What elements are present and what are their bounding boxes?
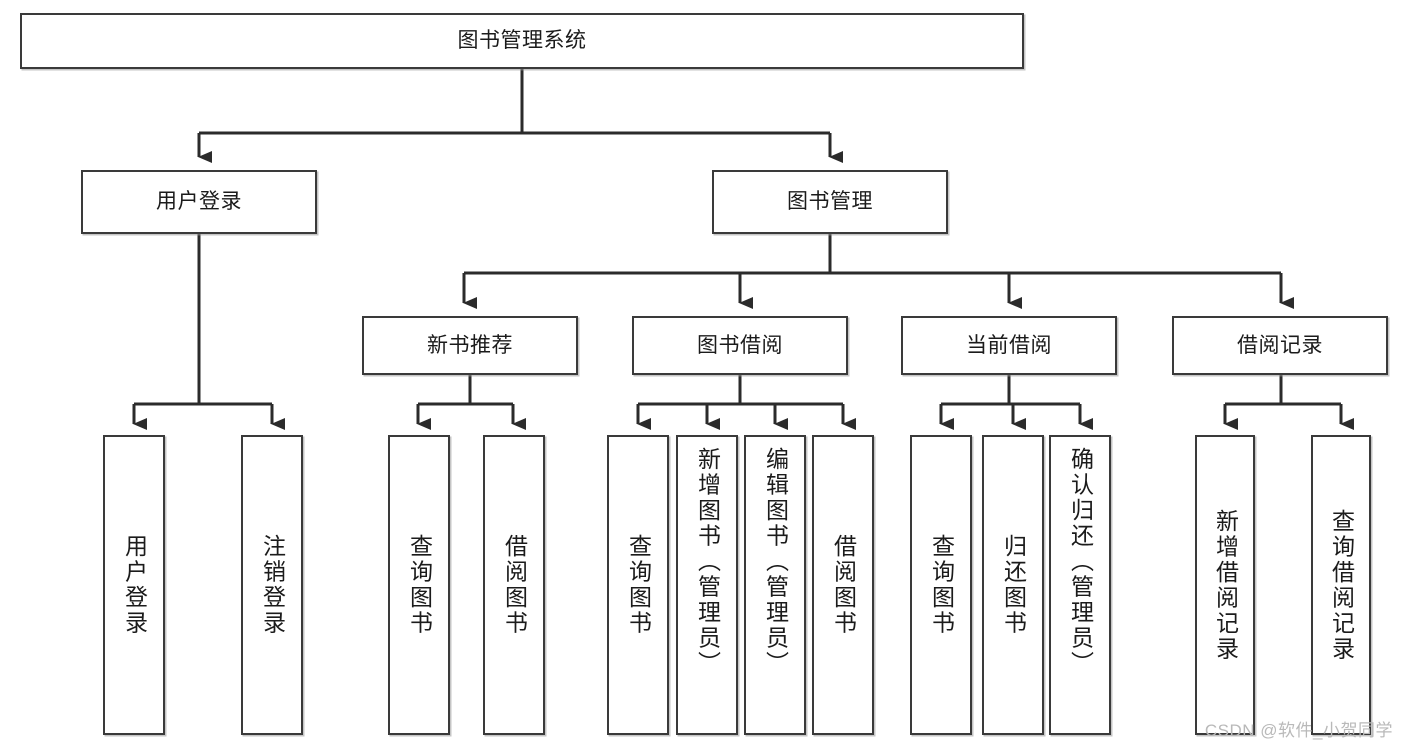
node-book-manage-label: 图书管理 bbox=[787, 190, 873, 214]
leaf-query-book-1-label: 查询图书 bbox=[406, 534, 433, 636]
watermark: CSDN @软件_小贺同学 bbox=[1204, 721, 1393, 740]
leaf-logout[interactable]: 注销登录 bbox=[241, 435, 303, 735]
leaf-return-book-label: 归还图书 bbox=[1000, 534, 1027, 636]
leaf-add-book-label: 新增图书（管理员） bbox=[694, 447, 721, 677]
node-current-borrow-label: 当前借阅 bbox=[966, 333, 1052, 357]
leaf-query-book-2[interactable]: 查询图书 bbox=[607, 435, 669, 735]
node-book-borrow-label: 图书借阅 bbox=[697, 333, 783, 357]
leaf-borrow-book-1-label: 借阅图书 bbox=[501, 534, 528, 636]
leaf-borrow-book-2[interactable]: 借阅图书 bbox=[812, 435, 874, 735]
leaf-add-book[interactable]: 新增图书（管理员） bbox=[676, 435, 738, 735]
leaf-query-book-3-label: 查询图书 bbox=[928, 534, 955, 636]
leaf-borrow-book-2-label: 借阅图书 bbox=[830, 534, 857, 636]
leaf-user-login[interactable]: 用户登录 bbox=[103, 435, 165, 735]
leaf-add-record[interactable]: 新增借阅记录 bbox=[1195, 435, 1255, 735]
leaf-confirm-return-label: 确认归还（管理员） bbox=[1067, 447, 1094, 677]
node-book-manage[interactable]: 图书管理 bbox=[712, 170, 948, 234]
leaf-query-record[interactable]: 查询借阅记录 bbox=[1311, 435, 1371, 735]
leaf-query-book-3[interactable]: 查询图书 bbox=[910, 435, 972, 735]
node-borrow-record[interactable]: 借阅记录 bbox=[1172, 316, 1388, 375]
leaf-query-record-label: 查询借阅记录 bbox=[1328, 508, 1355, 662]
node-new-book-rec[interactable]: 新书推荐 bbox=[362, 316, 578, 375]
leaf-edit-book-label: 编辑图书（管理员） bbox=[762, 447, 789, 677]
leaf-query-book-1[interactable]: 查询图书 bbox=[388, 435, 450, 735]
node-user-login-label: 用户登录 bbox=[156, 190, 242, 214]
leaf-edit-book[interactable]: 编辑图书（管理员） bbox=[744, 435, 806, 735]
leaf-query-book-2-label: 查询图书 bbox=[625, 534, 652, 636]
leaf-borrow-book-1[interactable]: 借阅图书 bbox=[483, 435, 545, 735]
leaf-return-book[interactable]: 归还图书 bbox=[982, 435, 1044, 735]
leaf-add-record-label: 新增借阅记录 bbox=[1212, 508, 1239, 662]
leaf-user-login-label: 用户登录 bbox=[121, 534, 148, 636]
node-root[interactable]: 图书管理系统 bbox=[20, 13, 1024, 69]
node-book-borrow[interactable]: 图书借阅 bbox=[632, 316, 848, 375]
node-borrow-record-label: 借阅记录 bbox=[1237, 333, 1323, 357]
leaf-confirm-return[interactable]: 确认归还（管理员） bbox=[1049, 435, 1111, 735]
leaf-logout-label: 注销登录 bbox=[259, 534, 286, 636]
node-root-label: 图书管理系统 bbox=[457, 29, 587, 53]
node-user-login[interactable]: 用户登录 bbox=[81, 170, 317, 234]
node-current-borrow[interactable]: 当前借阅 bbox=[901, 316, 1117, 375]
node-new-book-rec-label: 新书推荐 bbox=[427, 333, 513, 357]
